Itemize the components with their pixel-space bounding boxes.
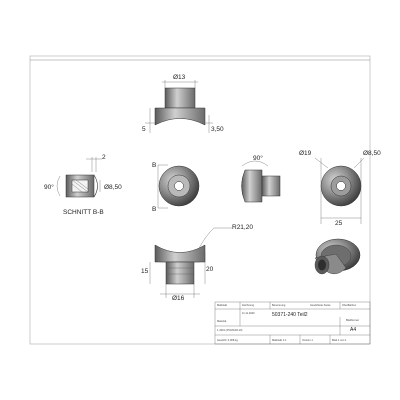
tb-row3-mid2: Version 1 bbox=[302, 338, 313, 342]
section-offset-label: 2 bbox=[102, 154, 106, 161]
right-width-label: 25 bbox=[335, 220, 343, 227]
right-inner-diameter-label: Ø8,50 bbox=[363, 150, 381, 157]
top-right-height-label: 3,50 bbox=[211, 126, 224, 133]
section-diameter-label: Ø8,50 bbox=[104, 184, 122, 191]
tb-sheet-value: A4 bbox=[350, 327, 356, 333]
top-view: Ø13 5 3,50 bbox=[142, 74, 224, 133]
right-view: 25 Ø19 Ø8,50 bbox=[299, 150, 381, 227]
tb-col-label-1: Maßstab bbox=[217, 303, 228, 307]
top-left-height-label: 5 bbox=[142, 126, 146, 133]
section-title: SCHNITT B-B bbox=[63, 209, 104, 216]
bottom-diameter-label: Ø16 bbox=[172, 295, 185, 302]
tb-col-label-5: Oberflächen bbox=[342, 303, 357, 307]
front-view: B B bbox=[152, 162, 200, 213]
tb-col-label-2: Zeichnung bbox=[242, 303, 255, 307]
tb-row3-mid1: Maßstab 1:1 bbox=[272, 338, 287, 342]
tb-row2-value: 1.4301 (X5CrNi18-10) bbox=[217, 328, 243, 332]
title-block: Maßstab Zeichnung Benennung Gewichtete K… bbox=[214, 301, 371, 345]
side-view: 90° bbox=[241, 154, 281, 203]
tb-col-label-4: Gewichtete Kante bbox=[310, 303, 331, 307]
bottom-radius-label: R21,20 bbox=[232, 224, 253, 231]
section-view: 2 90° Ø8,50 SCHNITT B-B bbox=[44, 154, 122, 216]
top-diameter-label: Ø13 bbox=[173, 74, 186, 81]
tb-row3-mid3: Blatt 1 von 1 bbox=[332, 338, 347, 342]
bottom-left-height-label: 15 bbox=[141, 268, 149, 275]
tb-col-label-3: Benennung bbox=[272, 303, 286, 307]
sheet-border bbox=[29, 55, 371, 345]
section-angle-label: 90° bbox=[44, 183, 54, 191]
tb-row3-label: Gewicht: 0,008 kg bbox=[217, 338, 238, 342]
bottom-view: R21,20 15 20 Ø16 bbox=[141, 224, 253, 302]
tb-sheet-label: Blattformat bbox=[346, 318, 359, 322]
iso-preview bbox=[314, 238, 361, 275]
section-mark-top: B bbox=[152, 162, 156, 169]
tb-col-value-2: 11.11.2020 bbox=[242, 311, 255, 315]
section-mark-bottom: B bbox=[152, 206, 156, 213]
side-angle-label: 90° bbox=[253, 154, 263, 162]
tb-row2-label: Material bbox=[217, 319, 227, 323]
bottom-right-height-label: 20 bbox=[206, 266, 214, 273]
tb-part-name: 50371-240 Teil2 bbox=[272, 312, 308, 318]
right-outer-diameter-label: Ø19 bbox=[299, 150, 312, 157]
